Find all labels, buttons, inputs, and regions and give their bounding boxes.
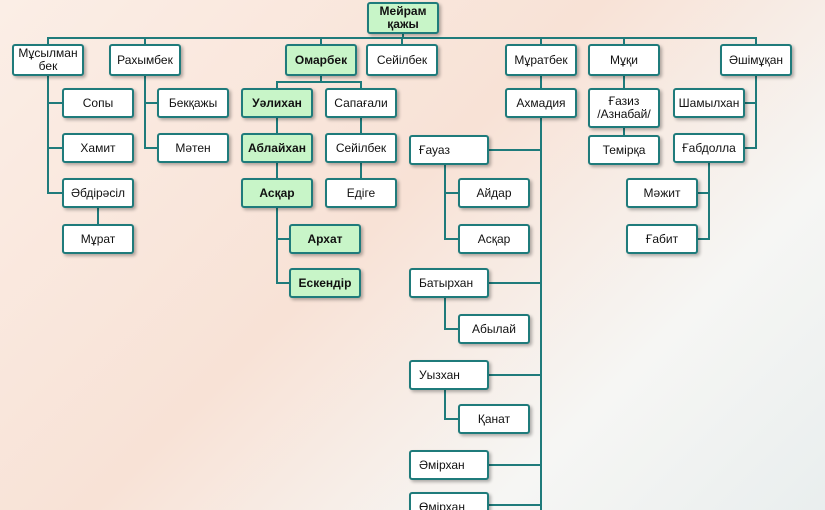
node-edige: Едіге bbox=[325, 178, 397, 208]
node-ablaikhan: Аблайхан bbox=[241, 133, 313, 163]
node-gaziz-aznabai: Ғазиз /Азнабай/ bbox=[588, 88, 660, 128]
node-seilbek-2: Сейілбек bbox=[325, 133, 397, 163]
node-arkhat: Архат bbox=[289, 224, 361, 254]
node-gauaz: Ғауаз bbox=[409, 135, 489, 165]
node-muratbek: Мұратбек bbox=[505, 44, 577, 76]
node-gabdolla: Ғабдолла bbox=[673, 133, 745, 163]
node-eskendir: Ескендір bbox=[289, 268, 361, 298]
node-abylai: Абылай bbox=[458, 314, 530, 344]
node-ashimukan: Әшімұқан bbox=[720, 44, 792, 76]
node-abdiresil: Әбдірәсіл bbox=[62, 178, 134, 208]
node-askar: Асқар bbox=[241, 178, 313, 208]
node-shamylkhan: Шамылхан bbox=[673, 88, 745, 118]
node-khamit: Хамит bbox=[62, 133, 134, 163]
node-uyzkhan: Уызхан bbox=[409, 360, 489, 390]
node-seilbek: Сейілбек bbox=[366, 44, 438, 76]
node-ualikhan: Уәлихан bbox=[241, 88, 313, 118]
node-meten: Мәтен bbox=[157, 133, 229, 163]
node-sapagali: Сапағали bbox=[325, 88, 397, 118]
node-meiram-kazhy: Мейрам қажы bbox=[367, 2, 439, 34]
node-sopy: Сопы bbox=[62, 88, 134, 118]
node-muki: Мұқи bbox=[588, 44, 660, 76]
node-murat: Мұрат bbox=[62, 224, 134, 254]
node-bekkazhy: Бекқажы bbox=[157, 88, 229, 118]
node-askar-2: Асқар bbox=[458, 224, 530, 254]
node-rakhymbek: Рахымбек bbox=[109, 44, 181, 76]
node-mazhit: Мәжит bbox=[626, 178, 698, 208]
node-aidar: Айдар bbox=[458, 178, 530, 208]
node-kanat: Қанат bbox=[458, 404, 530, 434]
node-omirkhan: Өмірхан bbox=[409, 492, 489, 510]
node-omarbek: Омарбек bbox=[285, 44, 357, 76]
node-gabit: Ғабит bbox=[626, 224, 698, 254]
node-batyrkhan: Батырхан bbox=[409, 268, 489, 298]
node-temirka: Темірқа bbox=[588, 135, 660, 165]
node-amirkhan: Әмірхан bbox=[409, 450, 489, 480]
node-akhmadiya: Ахмадия bbox=[505, 88, 577, 118]
node-musylman-bek: Мұсылман бек bbox=[12, 44, 84, 76]
